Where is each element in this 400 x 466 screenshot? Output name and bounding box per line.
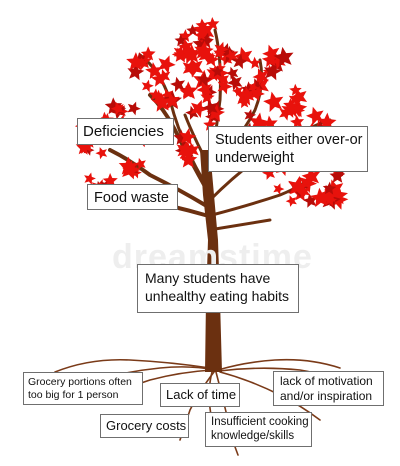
maple-leaf — [160, 88, 174, 102]
maple-leaf — [207, 104, 225, 122]
maple-leaf — [291, 103, 306, 118]
maple-leaf — [136, 57, 149, 70]
tree-branch — [108, 148, 207, 207]
maple-leaf — [279, 106, 293, 121]
maple-leaf — [141, 79, 154, 93]
maple-leaf — [102, 173, 118, 188]
maple-leaf — [213, 62, 226, 74]
maple-leaf — [176, 140, 195, 159]
maple-leaf — [218, 51, 233, 67]
maple-leaf — [95, 147, 108, 160]
maple-leaf — [248, 56, 261, 69]
maple-leaf — [283, 98, 298, 113]
maple-leaf — [290, 114, 305, 129]
maple-leaf — [239, 86, 256, 103]
maple-leaf — [134, 157, 146, 170]
maple-leaf — [170, 76, 186, 92]
label-grocery-costs: Grocery costs — [100, 414, 189, 438]
maple-leaf — [126, 52, 146, 71]
maple-leaf — [273, 183, 285, 195]
maple-leaf — [297, 185, 311, 199]
maple-leaf — [186, 24, 199, 37]
tree-branch — [207, 218, 272, 232]
maple-leaf — [238, 96, 250, 109]
maple-leaf — [198, 46, 216, 65]
maple-leaf — [140, 46, 156, 61]
maple-leaf — [322, 181, 337, 195]
maple-leaf — [301, 166, 321, 186]
maple-leaf — [120, 160, 140, 180]
label-deficiencies: Deficiencies — [77, 118, 174, 145]
maple-leaf — [181, 44, 202, 63]
maple-leaf — [217, 78, 233, 95]
maple-leaf — [273, 46, 294, 67]
label-lack-of-time: Lack of time — [160, 383, 240, 407]
maple-leaf — [162, 92, 180, 110]
maple-leaf — [149, 88, 162, 102]
maple-leaf — [182, 58, 200, 77]
maple-leaf — [110, 101, 124, 116]
maple-leaf — [171, 47, 186, 62]
maple-leaf — [232, 85, 243, 97]
tree-leaves — [74, 17, 363, 210]
maple-leaf — [196, 81, 213, 98]
maple-leaf — [285, 195, 297, 207]
maple-leaf — [310, 187, 330, 208]
label-food-waste: Food waste — [87, 184, 178, 210]
maple-leaf — [127, 101, 141, 116]
maple-leaf — [205, 17, 220, 31]
maple-leaf — [302, 193, 318, 208]
maple-leaf — [233, 46, 253, 67]
label-students-weight: Students either over-or underweight — [208, 126, 368, 172]
maple-leaf — [263, 91, 284, 113]
label-lack-motivation: lack of motivation and/or inspiration — [273, 371, 384, 406]
label-grocery-portions: Grocery portions often too big for 1 per… — [23, 372, 143, 405]
maple-leaf — [224, 49, 238, 63]
maple-leaf — [179, 128, 197, 146]
maple-leaf — [76, 140, 91, 155]
maple-leaf — [289, 83, 302, 96]
maple-leaf — [194, 29, 206, 42]
maple-leaf — [190, 99, 208, 118]
maple-leaf — [262, 44, 280, 63]
maple-leaf — [127, 63, 145, 81]
maple-leaf — [157, 55, 176, 74]
maple-leaf — [179, 85, 193, 98]
maple-leaf — [200, 90, 215, 104]
maple-leaf — [195, 18, 209, 32]
maple-leaf — [151, 70, 168, 87]
label-unhealthy-habits: Many students have unhealthy eating habi… — [137, 264, 299, 313]
maple-leaf — [252, 68, 269, 86]
tree-root — [217, 358, 341, 371]
maple-leaf — [213, 46, 226, 60]
maple-leaf — [225, 66, 239, 80]
maple-leaf — [179, 150, 198, 168]
maple-leaf — [324, 179, 344, 200]
maple-leaf — [84, 172, 96, 185]
maple-leaf — [329, 168, 346, 183]
maple-leaf — [262, 166, 276, 180]
maple-leaf — [288, 175, 309, 197]
maple-leaf — [289, 88, 308, 106]
maple-leaf — [244, 109, 257, 122]
maple-leaf — [196, 72, 212, 87]
maple-leaf — [194, 20, 215, 41]
maple-leaf — [211, 65, 224, 77]
maple-leaf — [151, 92, 172, 112]
maple-leaf — [214, 41, 229, 57]
maple-leaf — [202, 99, 218, 116]
maple-leaf — [306, 106, 324, 126]
maple-leaf — [247, 81, 260, 94]
maple-leaf — [194, 40, 214, 60]
maple-leaf — [232, 53, 248, 69]
tree-root — [54, 358, 211, 373]
label-cooking-skills: Insufficient cooking knowledge/skills — [205, 412, 312, 447]
maple-leaf — [226, 74, 243, 91]
tree-branch — [183, 113, 208, 162]
